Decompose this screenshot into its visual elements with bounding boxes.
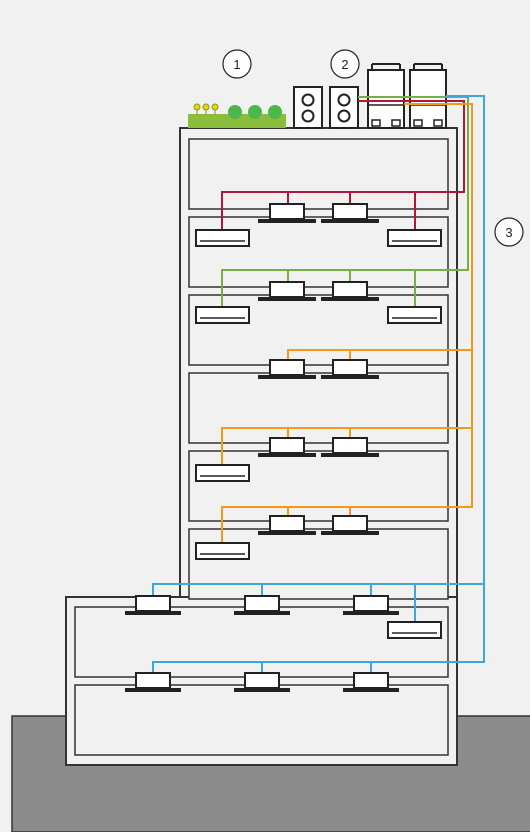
refrigerant-piping (152, 95, 485, 674)
ceiling-cassette-unit-icon (321, 359, 379, 379)
callout-3-label: 3 (505, 225, 512, 240)
pipe-green (221, 96, 469, 307)
floor-slab (188, 216, 449, 288)
wall-split-unit-icon (195, 542, 250, 560)
floor-slab (188, 528, 449, 600)
ceiling-cassette-unit-icon (234, 672, 290, 692)
floor-slab (188, 294, 449, 366)
wall-split-unit-icon (195, 306, 250, 324)
pipe-red (221, 100, 465, 230)
ceiling-cassette-unit-icon (234, 595, 290, 615)
bush-icon (268, 105, 282, 119)
wall-split-units (195, 229, 442, 639)
ceiling-cassette-unit-icon (125, 595, 181, 615)
ceiling-cassette-unit-icon (321, 515, 379, 535)
ceiling-cassette-unit-icon (343, 595, 399, 615)
ceiling-cassette-unit-icon (258, 281, 316, 301)
floor-slab (74, 684, 449, 756)
vrf-outdoor-unit-icon (367, 63, 405, 129)
grass-bed (188, 114, 286, 128)
wall-split-unit-icon (387, 621, 442, 639)
ceiling-cassette-unit-icon (258, 515, 316, 535)
floor-slab (188, 138, 449, 210)
rooftop-outdoor-units (293, 63, 447, 129)
ceiling-cassette-unit-icon (343, 672, 399, 692)
bush-icon (228, 105, 242, 119)
vrf-outdoor-unit-icon (409, 63, 447, 129)
outdoor-fan-unit-icon (293, 86, 323, 129)
ceiling-cassettes (125, 203, 399, 692)
callout-2-label: 2 (341, 57, 348, 72)
floor-slab (188, 372, 449, 444)
callout-3: 3 (494, 217, 524, 247)
callout-1: 1 (222, 49, 252, 79)
pipe-orange (221, 103, 473, 543)
ceiling-cassette-unit-icon (321, 203, 379, 223)
wall-split-unit-icon (195, 464, 250, 482)
floor-slab (188, 450, 449, 522)
ceiling-cassette-unit-icon (321, 437, 379, 457)
flower-icon (193, 103, 219, 115)
wall-split-unit-icon (387, 229, 442, 247)
ceiling-cassette-unit-icon (125, 672, 181, 692)
ceiling-cassette-unit-icon (258, 437, 316, 457)
wall-split-unit-icon (195, 229, 250, 247)
callout-2: 2 (330, 49, 360, 79)
ceiling-cassette-unit-icon (258, 359, 316, 379)
ceiling-cassette-unit-icon (321, 281, 379, 301)
wall-split-unit-icon (387, 306, 442, 324)
rooftop-garden (188, 103, 286, 128)
bush-icon (248, 105, 262, 119)
pipe-blue (152, 95, 485, 674)
callout-1-label: 1 (233, 57, 240, 72)
ceiling-cassette-unit-icon (258, 203, 316, 223)
outdoor-fan-unit-icon (329, 86, 359, 129)
